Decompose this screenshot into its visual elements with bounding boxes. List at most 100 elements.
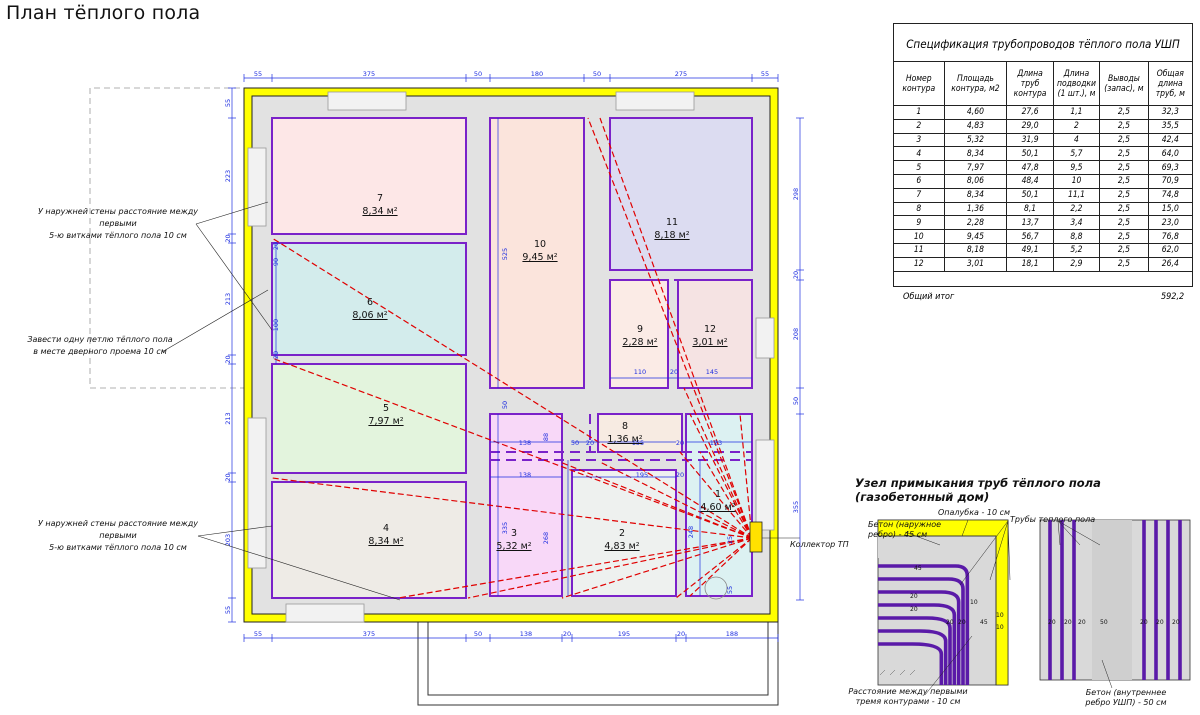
node-formwork-label: Опалубка - 10 см bbox=[938, 508, 1011, 517]
dim-bottom-label: 50 bbox=[474, 630, 482, 638]
table-cell: 62,0 bbox=[1147, 242, 1192, 258]
dim-left-label: 20 bbox=[224, 355, 232, 363]
room-area: 4,60 м² bbox=[700, 502, 736, 513]
node-dim-label: 20 bbox=[1140, 619, 1148, 626]
table-cell: 8,06 bbox=[943, 173, 1008, 189]
porch-outline bbox=[417, 619, 779, 706]
table-cell: 69,3 bbox=[1147, 160, 1192, 175]
table-cell: 2,5 bbox=[1099, 242, 1149, 258]
node-dim-label: 45 bbox=[914, 565, 922, 572]
note-outer-wall-bottom: У наружней стены расстояние между первым… bbox=[37, 519, 198, 552]
total-label: Общий итог bbox=[903, 292, 955, 302]
dim-inner-label: 138 bbox=[519, 439, 531, 447]
room-number: 8 bbox=[621, 421, 629, 432]
table-cell: 5,7 bbox=[1052, 146, 1101, 162]
table-cell: 7 bbox=[894, 187, 945, 203]
pipe-spec-table: Спецификация трубопроводов тёплого пола … bbox=[893, 23, 1193, 306]
supply-line bbox=[467, 537, 753, 599]
table-cell: 26,4 bbox=[1147, 256, 1192, 272]
room-area: 8,18 м² bbox=[654, 230, 690, 241]
heating-loop-8 bbox=[597, 413, 683, 453]
node-pipes-label: Трубы теплого пола bbox=[1010, 515, 1096, 524]
table-cell: 3 bbox=[894, 132, 945, 148]
dim-inner-label: 50 bbox=[571, 439, 579, 447]
dim-inner-label: 123 bbox=[710, 439, 722, 447]
table-cell: 48,4 bbox=[1006, 173, 1054, 189]
table-cell: 49,1 bbox=[1006, 242, 1054, 258]
heating-loop-12 bbox=[677, 279, 753, 389]
table-cell: 13,7 bbox=[1006, 215, 1054, 231]
node-leaders bbox=[904, 519, 1113, 696]
table-cell: 31,9 bbox=[1006, 132, 1054, 148]
dim-inner-label: 25 bbox=[726, 536, 734, 544]
table-cell: 2 bbox=[1052, 118, 1101, 134]
table-cell: 50,1 bbox=[1006, 146, 1054, 162]
room-area: 8,06 м² bbox=[352, 310, 388, 321]
supply-line bbox=[271, 237, 753, 539]
table-cell: 2,2 bbox=[1052, 201, 1101, 217]
node-pipe bbox=[878, 642, 944, 685]
dim-inner-label: 20 bbox=[676, 439, 684, 447]
table-cell: 2,5 bbox=[1099, 201, 1149, 217]
dimension-lines bbox=[228, 74, 804, 642]
dim-top-label: 50 bbox=[474, 70, 482, 78]
table-cell: 2,5 bbox=[1099, 173, 1149, 189]
dim-left-label: 55 bbox=[224, 99, 232, 107]
node-dim-label: 45 bbox=[980, 619, 988, 626]
node-dim-label: 50 bbox=[1100, 619, 1108, 626]
table-cell: 2,5 bbox=[1099, 105, 1149, 120]
table-cell: 2,5 bbox=[1099, 160, 1149, 175]
spec-header-cell: Общая длина труб, м bbox=[1147, 62, 1192, 106]
table-cell: 10 bbox=[894, 229, 945, 244]
collector-box bbox=[749, 521, 763, 553]
table-cell: 10 bbox=[1052, 173, 1101, 189]
table-cell: 42,4 bbox=[1147, 132, 1192, 148]
supply-line bbox=[699, 451, 753, 539]
table-cell: 50,1 bbox=[1006, 187, 1054, 203]
table-cell: 8 bbox=[894, 201, 945, 217]
dim-inner-label: 55 bbox=[726, 586, 734, 594]
table-cell: 12 bbox=[894, 256, 945, 272]
node-pipe bbox=[878, 603, 957, 685]
spec-header-cell: Номер контура bbox=[894, 62, 945, 106]
supply-line bbox=[397, 537, 753, 599]
table-cell: 6 bbox=[894, 173, 945, 189]
dim-inner-label: 110 bbox=[634, 368, 646, 376]
table-cell: 1,36 bbox=[943, 201, 1008, 217]
table-cell: 9,5 bbox=[1052, 160, 1101, 175]
table-cell: 2,28 bbox=[943, 215, 1008, 231]
heating-loop-5 bbox=[271, 363, 467, 474]
table-cell: 5,2 bbox=[1052, 242, 1101, 258]
table-cell: 2,5 bbox=[1099, 229, 1149, 244]
dim-right-label: 298 bbox=[792, 188, 800, 200]
dim-inner-label: 20 bbox=[676, 471, 684, 479]
supply-line bbox=[587, 117, 753, 539]
supply-line bbox=[675, 537, 753, 599]
room-number: 5 bbox=[382, 403, 390, 414]
collector-label: Коллектор ТП bbox=[790, 540, 849, 549]
page-title: План тёплого пола bbox=[6, 2, 201, 24]
dim-inner-label: 248 bbox=[687, 526, 695, 538]
adjacent-structure-outline bbox=[89, 87, 250, 389]
node-detail-left bbox=[877, 519, 1009, 686]
total-value: 592,2 bbox=[1161, 292, 1185, 302]
table-cell: 11 bbox=[894, 242, 945, 258]
spec-header-cell: Длина подводки (1 шт.), м bbox=[1052, 62, 1101, 106]
spec-header-cell: Выводы (запас), м bbox=[1099, 62, 1149, 106]
room-number: 4 bbox=[382, 523, 390, 534]
supply-line bbox=[689, 537, 753, 597]
supply-line bbox=[679, 451, 753, 539]
